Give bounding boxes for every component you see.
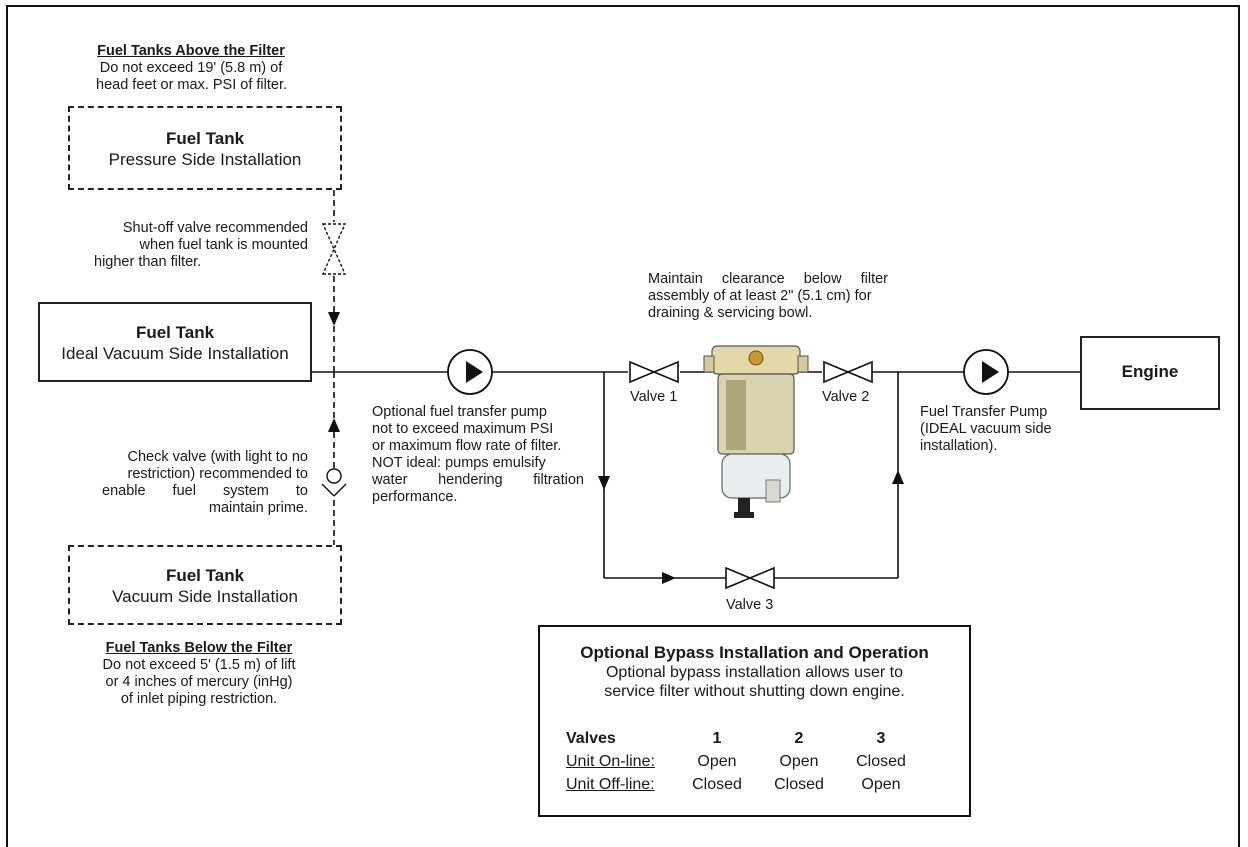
tank-title: Fuel Tank bbox=[135, 323, 215, 342]
clearance-note: Maintain clearance below filter assembly… bbox=[648, 271, 888, 322]
clearance-note-line1: Maintain clearance below filter bbox=[648, 271, 888, 287]
check-valve-note: Check valve (with light to no restrictio… bbox=[86, 449, 308, 517]
tank-subtitle: Ideal Vacuum Side Installation bbox=[61, 344, 289, 363]
table-header-cell: 2 bbox=[794, 729, 804, 747]
arrow-right-icon bbox=[662, 572, 676, 584]
table-header-cell: 3 bbox=[876, 729, 886, 747]
pump-note-line2: not to exceed maximum PSI bbox=[372, 421, 554, 437]
valve-state-table: Valves 1 2 3 Unit On-line: Open Open Clo… bbox=[566, 727, 922, 796]
tank-title: Fuel Tank bbox=[165, 566, 245, 585]
pump-note-line3: or maximum flow rate of filter. bbox=[372, 438, 562, 454]
transfer-pump-note-line3: installation). bbox=[920, 438, 998, 454]
table-header-label: Valves bbox=[566, 729, 616, 747]
top-note-line2: head feet or max. PSI of filter. bbox=[96, 77, 288, 93]
clearance-note-line3: draining & servicing bowl. bbox=[648, 305, 813, 321]
bypass-info-box: Optional Bypass Installation and Operati… bbox=[538, 625, 971, 817]
table-cell: Open bbox=[861, 775, 901, 793]
top-note: Fuel Tanks Above the Filter Do not excee… bbox=[96, 43, 288, 94]
shutoff-note-line1: Shut-off valve recommended bbox=[122, 220, 308, 236]
engine-label: Engine bbox=[1121, 362, 1179, 381]
fuel-tank-vacuum-side: Fuel Tank Vacuum Side Installation bbox=[68, 545, 342, 625]
pump-note-line1: Optional fuel transfer pump bbox=[372, 404, 547, 420]
bottom-note-line3: of inlet piping restriction. bbox=[120, 691, 278, 707]
table-header-cell: 1 bbox=[712, 729, 722, 747]
tank-subtitle: Pressure Side Installation bbox=[108, 150, 302, 169]
pump-note: Optional fuel transfer pump not to excee… bbox=[372, 404, 584, 506]
top-note-title: Fuel Tanks Above the Filter bbox=[97, 43, 285, 59]
arrow-down-icon bbox=[328, 312, 340, 326]
transfer-pump-icon bbox=[963, 349, 1009, 395]
row-label: Unit Off-line: bbox=[566, 775, 655, 793]
bypass-desc-line2: service filter without shutting down eng… bbox=[604, 683, 905, 700]
diagram-frame bbox=[6, 5, 1240, 847]
arrow-up-icon bbox=[328, 418, 340, 432]
table-cell: Closed bbox=[774, 775, 824, 793]
arrow-down-icon bbox=[598, 476, 610, 490]
pump-icon bbox=[447, 349, 493, 395]
engine-box: Engine bbox=[1080, 336, 1220, 410]
shutoff-note-line3: higher than filter. bbox=[94, 254, 202, 270]
tank-title: Fuel Tank bbox=[165, 129, 245, 148]
transfer-pump-note-line2: (IDEAL vacuum side bbox=[920, 421, 1052, 437]
check-note-line4: maintain prime. bbox=[208, 500, 308, 516]
fuel-tank-pressure-side: Fuel Tank Pressure Side Installation bbox=[68, 106, 342, 190]
transfer-pump-note: Fuel Transfer Pump (IDEAL vacuum side in… bbox=[920, 404, 1080, 455]
clearance-note-line2: assembly of at least 2" (5.1 cm) for bbox=[648, 288, 872, 304]
bottom-note-title: Fuel Tanks Below the Filter bbox=[105, 640, 293, 656]
table-row: Unit Off-line: Closed Closed Open bbox=[566, 773, 922, 796]
shutoff-note: Shut-off valve recommended when fuel tan… bbox=[80, 220, 308, 271]
tank-subtitle: Vacuum Side Installation bbox=[112, 587, 298, 606]
transfer-pump-note-line1: Fuel Transfer Pump bbox=[920, 404, 1048, 420]
table-header-row: Valves 1 2 3 bbox=[566, 727, 922, 750]
check-note-line2: restriction) recommended to bbox=[127, 466, 308, 482]
table-row: Unit On-line: Open Open Closed bbox=[566, 750, 922, 773]
pump-note-line6: performance. bbox=[372, 489, 458, 505]
fuel-tank-ideal-vacuum-side: Fuel Tank Ideal Vacuum Side Installation bbox=[38, 302, 312, 382]
bottom-note: Fuel Tanks Below the Filter Do not excee… bbox=[84, 640, 314, 708]
row-label: Unit On-line: bbox=[566, 752, 655, 770]
check-note-line1: Check valve (with light to no bbox=[127, 449, 308, 465]
valve-3-label: Valve 3 bbox=[726, 597, 774, 613]
bottom-note-line1: Do not exceed 5' (1.5 m) of lift bbox=[102, 657, 296, 673]
valve-2-icon bbox=[823, 360, 873, 384]
check-note-line3: enable fuel system to bbox=[102, 483, 308, 499]
valve-1-icon bbox=[629, 360, 679, 384]
table-cell: Closed bbox=[856, 752, 906, 770]
pump-note-line4: NOT ideal: pumps emulsify bbox=[372, 455, 546, 471]
valve-3-icon bbox=[725, 566, 775, 590]
check-valve-icon bbox=[321, 468, 347, 497]
pump-note-line5: water hendering filtration bbox=[372, 472, 584, 488]
shutoff-valve-icon bbox=[321, 223, 347, 275]
table-cell: Open bbox=[697, 752, 737, 770]
arrow-up-icon bbox=[892, 470, 904, 484]
top-note-line1: Do not exceed 19' (5.8 m) of bbox=[99, 60, 283, 76]
shutoff-note-line2: when fuel tank is mounted bbox=[139, 237, 308, 253]
fuel-filter-icon bbox=[703, 345, 809, 518]
valve-1-label: Valve 1 bbox=[630, 389, 678, 405]
table-cell: Closed bbox=[692, 775, 742, 793]
valve-2-label: Valve 2 bbox=[822, 389, 870, 405]
bottom-note-line2: or 4 inches of mercury (inHg) bbox=[105, 674, 293, 690]
bypass-title: Optional Bypass Installation and Operati… bbox=[580, 643, 929, 662]
table-cell: Open bbox=[779, 752, 819, 770]
bypass-desc-line1: Optional bypass installation allows user… bbox=[605, 664, 904, 681]
